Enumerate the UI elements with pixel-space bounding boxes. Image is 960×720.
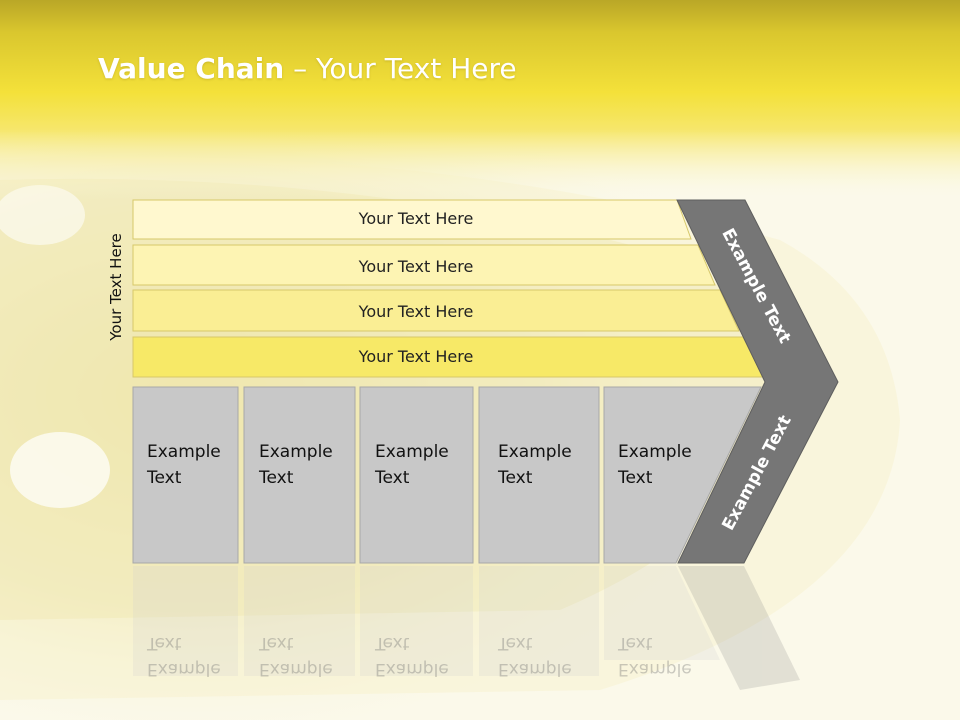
band-3-text: Your Text Here [358,302,474,321]
box-2 [243,386,356,564]
slide-title: Value Chain – Your Text Here [98,52,517,85]
box-4-text: Example Text [498,439,598,491]
box-5-reflection: Example Text [618,630,718,682]
chevron-arrow [676,199,839,564]
band-3 [132,289,740,332]
reflection [133,566,800,690]
box-1-reflection: Example Text [147,630,247,682]
box-4-reflection: Example Text [498,630,598,682]
band-2 [132,244,716,286]
box-1-line2: Text [147,468,182,488]
band-1-text: Your Text Here [358,209,474,228]
title-rest: – Your Text Here [284,52,517,85]
title-bold: Value Chain [98,52,285,85]
box-4-line1: Example [498,442,572,462]
box-5-line2: Text [618,468,653,488]
box-1-reflection-line1: Example [147,659,221,679]
box-2-line1: Example [259,442,333,462]
box-1-reflection-line2: Text [147,633,182,653]
box-1 [132,386,239,564]
box-4-reflection-line2: Text [498,633,533,653]
band-4-text: Your Text Here [358,347,474,366]
side-label: Your Text Here [107,233,125,341]
box-3-reflection-line1: Example [375,659,449,679]
box-3-text: Example Text [375,439,475,491]
box-2-text: Example Text [259,439,359,491]
band-2-text: Your Text Here [358,257,474,276]
box-2-line2: Text [259,468,294,488]
box-3-reflection: Example Text [375,630,475,682]
box-5-reflection-line1: Example [618,659,692,679]
box-5-reflection-line2: Text [618,633,653,653]
box-3-reflection-line2: Text [375,633,410,653]
box-3-line1: Example [375,442,449,462]
box-2-reflection: Example Text [259,630,359,682]
box-1-line1: Example [147,442,221,462]
box-4 [478,386,600,564]
box-3-line2: Text [375,468,410,488]
box-2-reflection-line2: Text [259,633,294,653]
box-5-line1: Example [618,442,692,462]
box-2-reflection-line1: Example [259,659,333,679]
box-5-text: Example Text [618,439,718,491]
box-4-line2: Text [498,468,533,488]
box-5 [603,386,762,564]
band-1 [132,199,692,240]
box-3 [359,386,474,564]
box-4-reflection-line1: Example [498,659,572,679]
box-1-text: Example Text [147,439,247,491]
